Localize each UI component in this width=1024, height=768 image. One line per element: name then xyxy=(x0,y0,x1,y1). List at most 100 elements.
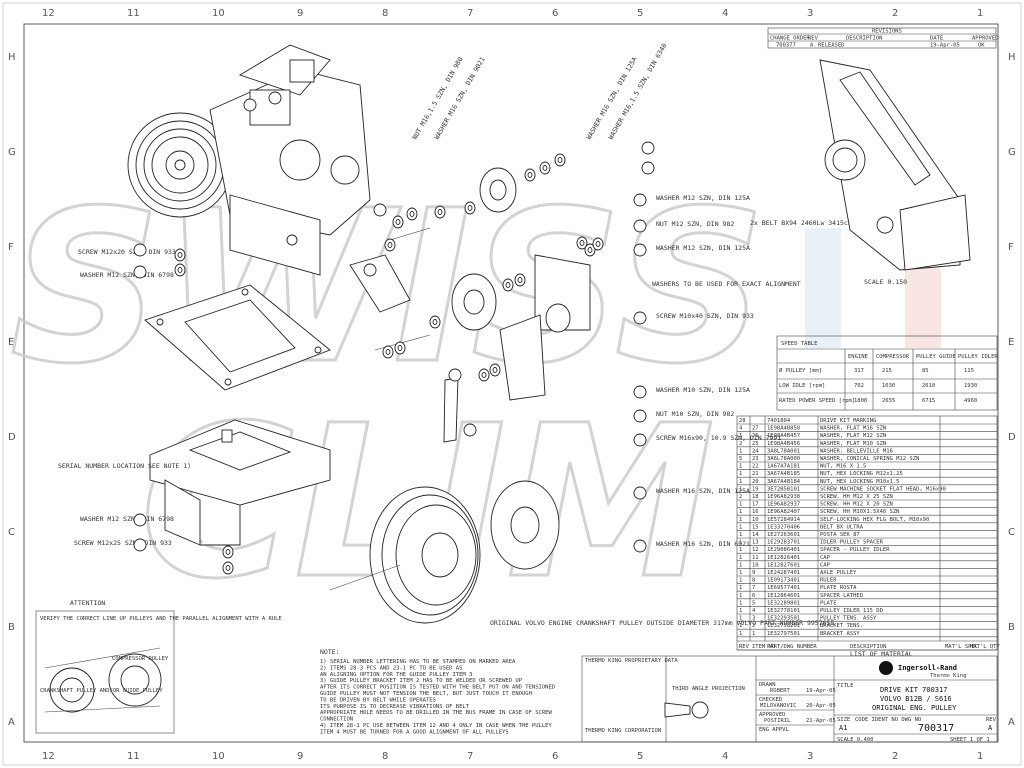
tb-approved-by: POSTIRIL xyxy=(764,718,791,724)
bom-cell-20-3: AXLE PULLEY xyxy=(820,570,857,576)
tb-sheet: SHEET 1 OF 1 xyxy=(950,737,990,743)
item-balloon-11 xyxy=(633,539,647,553)
bom-cell-17-1: 12 xyxy=(752,547,759,553)
speed-cell-2-4: 4960 xyxy=(964,398,977,404)
bom-cell-0-0: 28 xyxy=(739,418,746,424)
zone-bottom-3: 3 xyxy=(807,751,813,762)
tb-approved-label: APPROVED xyxy=(759,712,786,718)
bom-cell-5-2: 3A6L78A000 xyxy=(767,456,800,462)
washer-hole-17 xyxy=(481,372,487,378)
tb-title-3: ORIGINAL ENG. PULLEY xyxy=(872,704,957,712)
zone-top-10: 10 xyxy=(212,8,225,19)
bom-cell-7-0: 1 xyxy=(739,471,742,477)
washer-hole-8 xyxy=(557,157,563,163)
speed-cell-0-3: 85 xyxy=(922,368,929,374)
mounting-plate xyxy=(144,284,331,391)
bom-cell-27-2: 1E32758201 xyxy=(767,623,800,629)
bom-cell-14-2: 1E33270406 xyxy=(767,524,800,530)
washer-hole-10 xyxy=(587,247,593,253)
washer-hole-21 xyxy=(225,549,231,555)
bom-cell-18-2: 1E12826401 xyxy=(767,555,800,561)
projection-symbol xyxy=(691,701,709,719)
attention-label-crankshaft: CRANKSHAFT PULLEY AND/OR GUIDE PULLEY xyxy=(40,688,163,694)
bom-cell-10-0: 2 xyxy=(739,494,742,500)
bom-cell-16-0: 1 xyxy=(739,540,742,546)
bom-title: LIST OF MATERIAL xyxy=(850,650,913,658)
bom-cell-16-2: 1E29283701 xyxy=(767,540,800,546)
bom-cell-28-3: BRACKET ASSY xyxy=(820,631,860,637)
bom-header-1: ITEM NO xyxy=(752,644,775,650)
note-line-12: ITEM 4 MUST BE TURNED FOR A GOOD ALIGNME… xyxy=(320,729,509,735)
speed-cell-1-2: 1030 xyxy=(882,383,895,389)
zone-left-B: B xyxy=(8,622,15,633)
item-balloon-12 xyxy=(133,513,147,527)
zone-bottom-4: 4 xyxy=(722,751,728,762)
callout-washer-m10: WASHER M10 SZN, DIN 125A xyxy=(656,386,750,394)
zone-left-G: G xyxy=(8,147,16,158)
tb-title-label: TITLE xyxy=(837,683,854,689)
bom-cell-26-2: 1E32293501 xyxy=(767,616,800,622)
item-balloon-5 xyxy=(633,243,647,257)
tb-drawn-by: ROBERT xyxy=(770,688,791,694)
callout-nut-m10: NUT M10 SZN, DIN 982 xyxy=(656,410,734,418)
bom-cell-8-1: 20 xyxy=(752,479,759,485)
callout-screw-m12x20: SCREW M12x20 SZN, DIN 933 xyxy=(78,248,176,256)
bom-cell-6-1: 22 xyxy=(752,464,759,470)
ingersoll-rand-icon xyxy=(879,661,893,675)
bom-cell-4-1: 24 xyxy=(752,448,759,454)
washer-hole-5 xyxy=(467,205,473,211)
bom-cell-21-3: RULER xyxy=(820,578,837,584)
washer-hole-12 xyxy=(505,282,511,288)
bom-cell-7-1: 21 xyxy=(752,471,759,477)
bom-cell-17-3: SPACER - PULLEY IDLER xyxy=(820,547,890,553)
bom-cell-5-3: WASHER, CONICAL SPRING M12 SZN xyxy=(820,456,919,462)
washer-hole-9 xyxy=(579,240,585,246)
callout-nut-m12: NUT M12 SZN, DIN 982 xyxy=(656,220,734,228)
item-balloon-15 xyxy=(641,161,655,175)
bom-cell-17-0: 1 xyxy=(739,547,742,553)
callout-crank: ORIGINAL VOLVO ENGINE CRANKSHAFT PULLEY … xyxy=(490,619,834,627)
bom-cell-21-1: 8 xyxy=(752,578,755,584)
bom-cell-25-1: 4 xyxy=(752,608,756,614)
tb-dwg-no-label: CODE IDENT NO DWG NO xyxy=(855,717,921,723)
bom-cell-23-2: 1E12864601 xyxy=(767,593,800,599)
zone-bottom-12: 12 xyxy=(42,751,55,762)
rev-header-date: DATE xyxy=(930,36,943,42)
note-line-11: 4) ITEM 28-1 PC USE BETWEEN ITEM 12 AND … xyxy=(320,723,552,729)
zone-right-F: F xyxy=(1008,242,1014,253)
zone-top-12: 12 xyxy=(42,8,55,19)
speed-cell-1-1: 702 xyxy=(854,383,864,389)
rev-header-desc: DESCRIPTION xyxy=(846,36,882,42)
bom-cell-5-0: 5 xyxy=(739,456,742,462)
zone-left-H: H xyxy=(8,52,16,63)
zone-right-D: D xyxy=(1008,432,1016,443)
note-line-1: 1) SERIAL NUMBER LETTERING HAS TO BE STA… xyxy=(320,659,516,665)
zone-bottom-1: 1 xyxy=(977,751,983,762)
callout-washer-m12c: WASHER M12 SZN, DIN 125A xyxy=(656,244,750,252)
bom-cell-11-0: 1 xyxy=(739,502,742,508)
bom-cell-24-1: 5 xyxy=(752,600,755,606)
speed-cell-1-3: 2610 xyxy=(922,383,935,389)
compressor-assembly xyxy=(127,44,371,276)
washer-hole-11 xyxy=(595,241,601,247)
zone-bottom-2: 2 xyxy=(892,751,898,762)
bom-cell-4-2: 3A8L78A001 xyxy=(767,448,800,454)
washer-hole-18 xyxy=(492,367,498,373)
tb-size-label: SIZE xyxy=(837,717,850,723)
rev-desc: RELEASED xyxy=(818,43,845,49)
speed-cell-0-2: 215 xyxy=(882,368,892,374)
washer-hole-1 xyxy=(387,242,393,248)
bom-cell-19-2: 1E12827601 xyxy=(767,562,800,568)
zone-top-8: 8 xyxy=(382,8,388,19)
tb-size: A1 xyxy=(839,724,847,732)
note-line-7: TO BE DRIVEN BY BELT WHILE OPERATES xyxy=(320,697,436,703)
zone-bottom-6: 6 xyxy=(552,751,558,762)
title-block: THERMO KING PROPRIETARY DATA THIRD ANGLE… xyxy=(581,655,998,743)
bom-cell-2-0: 1 xyxy=(739,433,742,439)
zone-top-9: 9 xyxy=(297,8,303,19)
washer-hole-2 xyxy=(395,219,401,225)
callout-washer-m16e: WASHER M16 SZN, DIN 6921 xyxy=(656,540,750,548)
revisions-block: REVISIONS CHANGE ORDER REV DESCRIPTION D… xyxy=(767,27,999,49)
